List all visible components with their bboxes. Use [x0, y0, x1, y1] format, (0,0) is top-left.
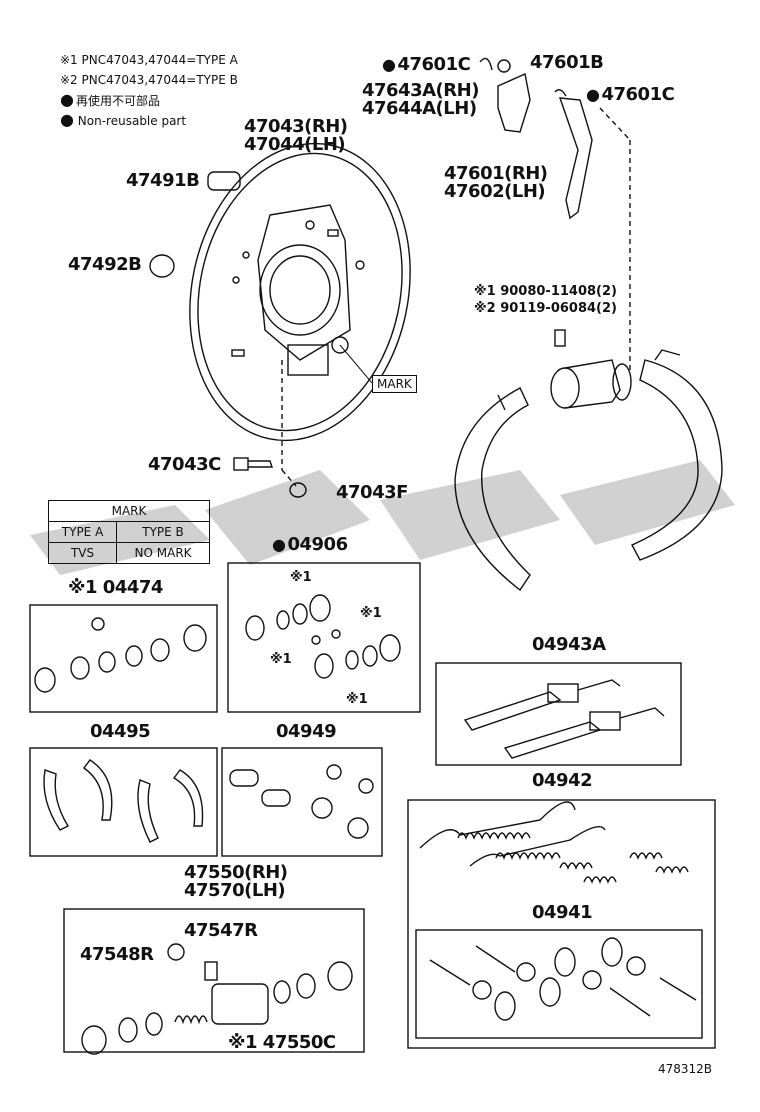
note-type-a: ※1 PNC47043,47044=TYPE A [60, 53, 238, 67]
ref-mark-2: ※1 [360, 606, 382, 621]
label-47601c-right: 47601C [586, 84, 674, 105]
label-47601b: 47601B [530, 52, 604, 73]
label-47570: 47570(LH) [184, 880, 286, 901]
ref-mark-1: ※1 [290, 570, 312, 585]
label-47601: 47601(RH) [444, 163, 548, 184]
label-04949: 04949 [276, 721, 337, 742]
label-04943a: 04943A [532, 634, 606, 655]
box-04906 [227, 562, 421, 713]
label-04906: 04906 [272, 534, 348, 555]
box-04474 [29, 604, 218, 713]
box-47550 [63, 908, 365, 1053]
ref-mark-3: ※1 [270, 652, 292, 667]
label-47550: 47550(RH) [184, 862, 288, 883]
box-04949 [221, 747, 383, 857]
box-04495 [29, 747, 218, 857]
backing-plate-drawing [189, 142, 411, 442]
label-47601c-top: 47601C [382, 54, 470, 75]
label-47492b: 47492B [68, 254, 142, 275]
label-47548r: 47548R [80, 944, 154, 965]
diagram-number: 478312B [658, 1062, 713, 1076]
mark-table-val-tvs: TVS [47, 542, 118, 564]
box-04941 [415, 929, 703, 1039]
plug-47491b [207, 171, 241, 191]
note-non-reusable-text: Non-reusable part [77, 114, 187, 128]
label-47044: 47044(LH) [244, 134, 346, 155]
label-47644a: 47644A(LH) [362, 98, 477, 119]
ref-mark-4: ※1 [346, 692, 368, 707]
note-non-reusable-en: ● Non-reusable part [60, 110, 187, 129]
label-04474: ※1 04474 [68, 577, 163, 598]
note-type-b: ※2 PNC47043,47044=TYPE B [60, 73, 238, 87]
label-47602: 47602(LH) [444, 181, 546, 202]
label-47643a: 47643A(RH) [362, 80, 479, 101]
mark-table-val-no-mark: NO MARK [116, 542, 210, 564]
label-90119: ※2 90119-06084(2) [474, 301, 617, 316]
label-47491b: 47491B [126, 170, 200, 191]
label-47547r: 47547R [184, 920, 258, 941]
label-47043: 47043(RH) [244, 116, 348, 137]
mark-table-header: MARK [48, 500, 210, 522]
label-47043c: 47043C [148, 454, 221, 475]
label-04942: 04942 [532, 770, 593, 791]
label-90080: ※1 90080-11408(2) [474, 284, 617, 299]
label-04941: 04941 [532, 902, 593, 923]
label-47550c: ※1 47550C [228, 1032, 336, 1053]
mark-table-col-type-b: TYPE B [116, 521, 210, 543]
brake-shoes-drawing [454, 349, 723, 592]
box-04943a [435, 662, 682, 766]
clip-47601c [479, 57, 493, 71]
label-mark: MARK [372, 375, 417, 393]
label-47043f: 47043F [336, 482, 408, 503]
mark-table-col-type-a: TYPE A [47, 521, 118, 543]
note-non-reusable-jp: 再使用不可部品 [60, 90, 160, 111]
plug-47492b [149, 254, 175, 278]
box-04942 [407, 799, 716, 1049]
label-04495: 04495 [90, 721, 151, 742]
wheel-cylinder-drawing [550, 329, 632, 409]
